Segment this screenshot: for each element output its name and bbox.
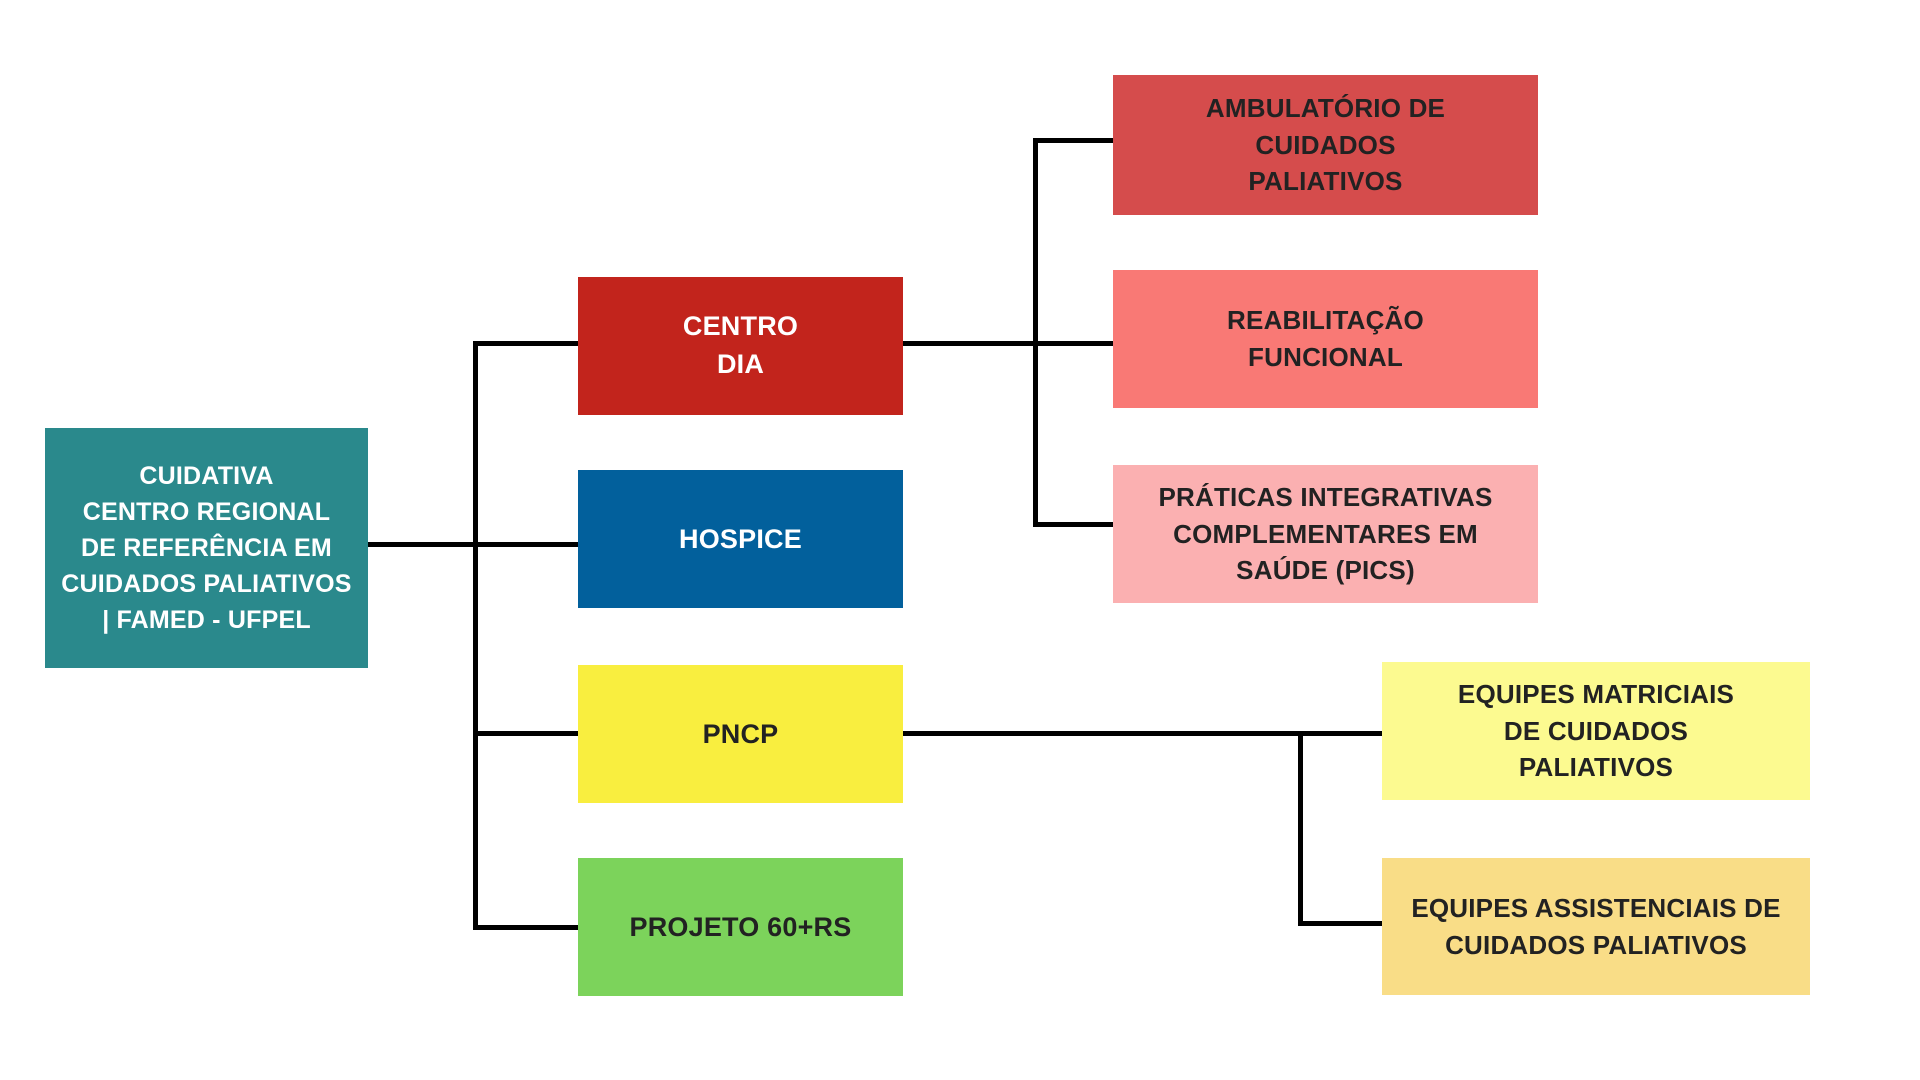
node-cuidativa-root: CUIDATIVA CENTRO REGIONAL DE REFERÊNCIA … [45,428,368,668]
node-equipes-assistenciais: EQUIPES ASSISTENCIAIS DE CUIDADOS PALIAT… [1382,858,1810,995]
connector-equipes-vertical-trunk [1298,731,1303,926]
connector-centro-dia-to-children [903,341,1113,346]
connector-branch-ambulatorio [1033,138,1113,143]
connector-branch-centro-dia [473,341,578,346]
node-equipes-matriciais: EQUIPES MATRICIAIS DE CUIDADOS PALIATIVO… [1382,662,1810,800]
connector-branch-praticas-pics [1033,522,1113,527]
node-projeto-60-rs: PROJETO 60+RS [578,858,903,996]
connector-branch-projeto-60-rs [473,925,578,930]
node-ambulatorio-cuidados-paliativos: AMBULATÓRIO DE CUIDADOS PALIATIVOS [1113,75,1538,215]
node-praticas-integrativas-pics: PRÁTICAS INTEGRATIVAS COMPLEMENTARES EM … [1113,465,1538,603]
connector-right-vertical-trunk [1033,138,1038,527]
connector-branch-pncp [473,731,578,736]
connector-pncp-to-children [903,731,1382,736]
connector-branch-equipes-assistenciais [1298,921,1382,926]
node-hospice: HOSPICE [578,470,903,608]
connector-left-vertical-trunk [473,341,478,930]
node-reabilitacao-funcional: REABILITAÇÃO FUNCIONAL [1113,270,1538,408]
node-pncp: PNCP [578,665,903,803]
node-centro-dia: CENTRO DIA [578,277,903,415]
